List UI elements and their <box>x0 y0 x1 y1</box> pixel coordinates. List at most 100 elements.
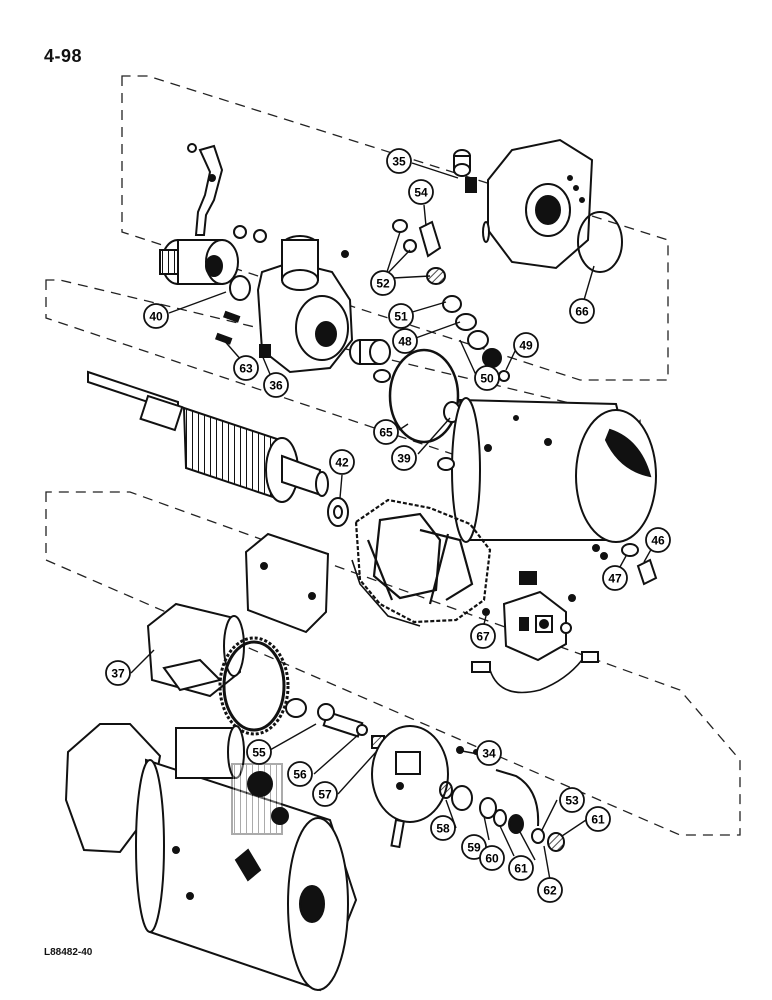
field-coils-part <box>351 498 492 627</box>
callout-circle <box>479 845 505 871</box>
callout-circle <box>430 815 456 841</box>
callout-66: 66 <box>569 298 595 324</box>
callout-label: 49 <box>519 339 533 353</box>
callout-label: 57 <box>318 788 332 802</box>
callout-label: 37 <box>111 667 125 681</box>
callout-label: 52 <box>376 277 390 291</box>
assembled-starter-motor <box>64 723 358 992</box>
callout-circle <box>645 527 671 553</box>
brush-holder-part <box>502 571 576 662</box>
washers-lower-parts <box>439 781 565 852</box>
callout-circle <box>386 148 412 174</box>
callout-37: 37 <box>105 660 131 686</box>
callout-circle <box>470 623 496 649</box>
shift-lever-part <box>187 143 224 236</box>
callout-circle <box>105 660 131 686</box>
pole-shoe-part <box>244 532 330 634</box>
callout-58: 58 <box>430 815 456 841</box>
callout-label: 58 <box>436 822 450 836</box>
callout-47: 47 <box>602 565 628 591</box>
callout-label: 60 <box>485 852 499 866</box>
group-boundary-lower <box>45 491 741 836</box>
callout-circle <box>388 303 414 329</box>
gasket-ring-part <box>218 636 290 736</box>
callout-35: 35 <box>386 148 412 174</box>
callout-label: 36 <box>269 379 283 393</box>
callout-circle <box>569 298 595 324</box>
callout-59: 59 <box>461 834 487 860</box>
callout-label: 34 <box>482 747 496 761</box>
callout-label: 59 <box>467 841 481 855</box>
callout-circle <box>329 449 355 475</box>
callout-42: 42 <box>329 449 355 475</box>
callout-circle <box>474 365 500 391</box>
end-plate-part <box>371 725 449 849</box>
callout-circle <box>392 328 418 354</box>
callout-label: 35 <box>392 155 406 169</box>
callout-label: 51 <box>394 310 408 324</box>
callout-label: 61 <box>514 862 528 876</box>
callout-61: 61 <box>585 806 611 832</box>
o-ring-66-part <box>577 211 623 273</box>
callout-label: 54 <box>414 186 428 200</box>
screw-near-frame-part <box>437 457 455 471</box>
callout-label: 62 <box>543 884 557 898</box>
callout-label: 42 <box>335 456 349 470</box>
terminal-54-part <box>418 220 442 258</box>
callout-label: 40 <box>149 310 163 324</box>
page-number: 4-98 <box>44 46 83 66</box>
callout-circle <box>508 855 534 881</box>
callout-circle <box>585 806 611 832</box>
callout-layer: 35 54 52 66 51 48 49 50 40 63 36 65 39 42 46 47 67 37 55 34… <box>105 148 671 903</box>
callout-56: 56 <box>287 761 313 787</box>
callout-label: 66 <box>575 305 589 319</box>
callout-circle <box>373 419 399 445</box>
washer-42-part <box>327 497 349 527</box>
callout-61: 61 <box>508 855 534 881</box>
callout-55: 55 <box>246 739 272 765</box>
callout-52: 52 <box>370 270 396 296</box>
callout-circle <box>263 372 289 398</box>
callout-67: 67 <box>470 623 496 649</box>
callout-label: 53 <box>565 794 579 808</box>
callout-label: 48 <box>398 335 412 349</box>
callout-circle <box>513 332 539 358</box>
o-ring-65-part <box>388 348 460 444</box>
callout-50: 50 <box>474 365 500 391</box>
callout-circle <box>391 445 417 471</box>
callout-60: 60 <box>479 845 505 871</box>
callout-62: 62 <box>537 877 563 903</box>
callout-54: 54 <box>408 179 434 205</box>
callout-36: 36 <box>263 372 289 398</box>
callout-circle <box>476 740 502 766</box>
callout-circle <box>233 355 259 381</box>
callout-49: 49 <box>513 332 539 358</box>
callout-circle <box>312 781 338 807</box>
drive-housing-part <box>256 235 354 374</box>
callout-48: 48 <box>392 328 418 354</box>
callout-label: 65 <box>379 426 393 440</box>
callout-label: 61 <box>591 813 605 827</box>
callout-label: 50 <box>480 372 494 386</box>
callout-label: 63 <box>239 362 253 376</box>
solenoid-end-part <box>487 138 594 270</box>
bolt-55-part <box>285 698 364 738</box>
callout-63: 63 <box>233 355 259 381</box>
group-boundary-upper <box>121 75 669 381</box>
callout-circle <box>408 179 434 205</box>
callout-circle <box>143 303 169 329</box>
band-37-part <box>146 602 245 698</box>
bushing-36-parts <box>215 275 391 383</box>
leader-lines <box>130 162 654 881</box>
callout-40: 40 <box>143 303 169 329</box>
callout-65: 65 <box>373 419 399 445</box>
callout-circle <box>602 565 628 591</box>
callout-label: 46 <box>651 534 665 548</box>
callout-circle <box>537 877 563 903</box>
callout-46: 46 <box>645 527 671 553</box>
callout-57: 57 <box>312 781 338 807</box>
callout-label: 39 <box>397 452 411 466</box>
drive-pinion-part <box>159 239 239 285</box>
